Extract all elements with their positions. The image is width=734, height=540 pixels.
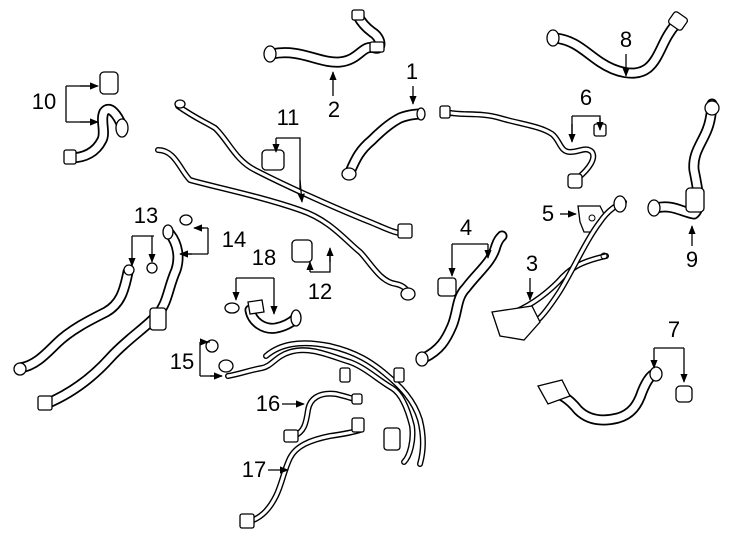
hose-part-4 (415, 230, 508, 367)
elbow-part-18 (224, 299, 302, 334)
callout-1: 1 (405, 59, 419, 84)
callout-7: 7 (667, 317, 681, 342)
leader-lines (65, 54, 696, 474)
callout-18: 18 (251, 245, 277, 270)
hose-part-10 (63, 71, 129, 165)
hose-part-8 (546, 11, 689, 79)
hose-part-1 (341, 107, 426, 181)
callout-12: 12 (307, 279, 333, 304)
hose-part-16 (283, 390, 363, 443)
callout-11: 11 (276, 105, 300, 130)
callout-16: 16 (255, 391, 281, 416)
callout-2: 2 (327, 97, 341, 122)
callout-17: 17 (241, 457, 267, 482)
callout-10: 10 (31, 89, 57, 114)
hose-part-17 (239, 417, 365, 529)
callout-4: 4 (459, 215, 473, 240)
assembly-part-3 (491, 195, 627, 341)
hose-part-14 (37, 214, 193, 411)
callout-13: 13 (133, 203, 159, 228)
pipe-part-15 (205, 339, 426, 467)
callout-6: 6 (579, 85, 593, 110)
callout-3: 3 (525, 251, 539, 276)
pipe-part-6 (439, 105, 607, 189)
hose-part-7 (537, 366, 693, 426)
callout-9: 9 (685, 247, 699, 272)
hose-part-2 (263, 9, 386, 68)
hose-part-13 (13, 262, 158, 376)
callout-15: 15 (169, 349, 195, 374)
callout-8: 8 (619, 27, 633, 52)
hose-part-9 (647, 98, 720, 220)
pipe-part-11 (155, 99, 416, 301)
callout-14: 14 (221, 227, 247, 252)
callout-5: 5 (541, 201, 555, 226)
